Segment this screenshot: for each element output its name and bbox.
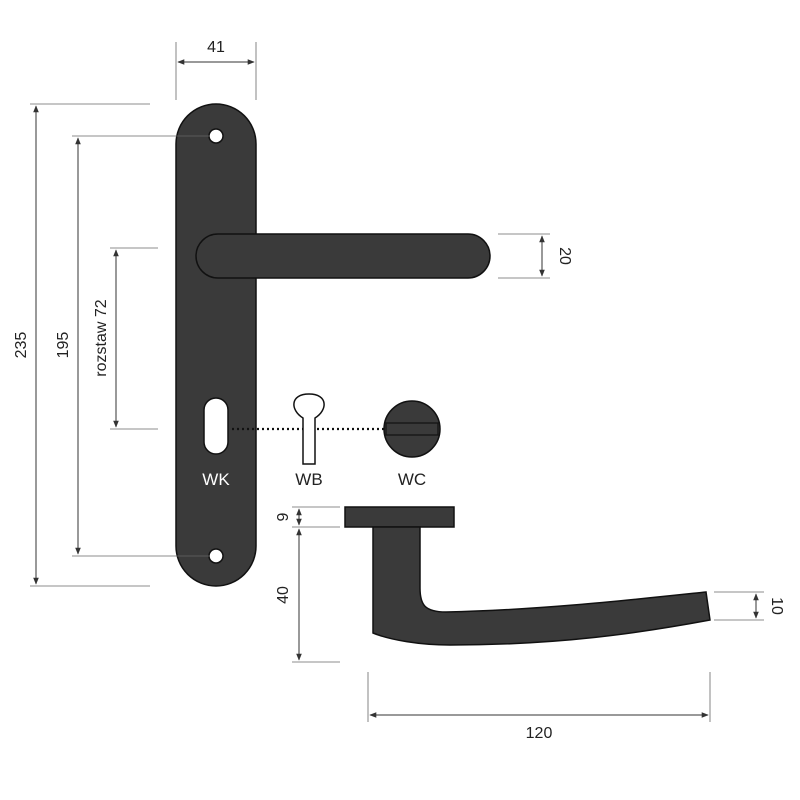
dim-label-195: 195: [55, 332, 72, 359]
bottom-screw-hole: [208, 548, 224, 564]
dim-label-20: 20: [556, 247, 573, 265]
key-slot-wk: [203, 397, 229, 455]
dim-handle-tip: 10: [714, 591, 785, 621]
dim-label-40: 40: [275, 586, 292, 604]
dim-overall-height: 235: [13, 103, 150, 587]
top-screw-hole: [208, 128, 224, 144]
variant-wc: WC: [383, 400, 441, 489]
euro-cylinder-profile-icon: [293, 393, 325, 465]
dim-label-41: 41: [207, 39, 225, 56]
handle-lever-shape: [195, 233, 491, 279]
dim-rozstaw: rozstaw 72: [93, 247, 158, 430]
backplate: WK: [175, 103, 257, 587]
wc-thumbturn-disc-icon: [383, 400, 441, 458]
lever-side-shape: [372, 526, 711, 646]
dim-plate-width: 41: [175, 39, 257, 100]
dim-label-10: 10: [768, 597, 785, 615]
dim-rose-thickness: 9: [275, 506, 340, 528]
dim-handle-length: 120: [367, 672, 711, 742]
dim-label-120: 120: [526, 725, 553, 742]
dim-screw-spacing: 195: [55, 135, 210, 557]
dim-label-235: 235: [13, 332, 30, 359]
label-wk: WK: [202, 470, 230, 489]
dim-label-rozstaw: rozstaw 72: [93, 299, 110, 376]
backplate-shape: [175, 103, 257, 587]
dim-handle-projection: 40: [275, 528, 340, 663]
wc-slot-icon: [385, 422, 439, 436]
label-wc: WC: [398, 470, 426, 489]
variant-wb: WB: [293, 393, 325, 489]
handle-lever-front: [195, 233, 491, 279]
rose-plate-side: [344, 506, 455, 528]
label-wb: WB: [295, 470, 322, 489]
handle-side-view: [344, 506, 711, 646]
dim-handle-diameter: 20: [498, 233, 573, 279]
dim-label-9: 9: [275, 512, 292, 521]
